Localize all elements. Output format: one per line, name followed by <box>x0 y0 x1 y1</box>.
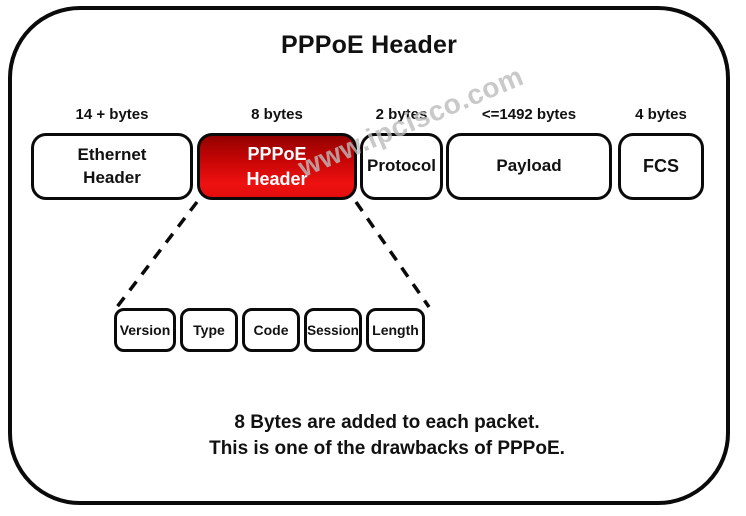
packet-field-label: Ethernet Header <box>77 144 147 187</box>
packet-field-pppoe-header: PPPoE Header <box>197 133 357 200</box>
diagram-outer-frame <box>8 6 730 505</box>
footnote: 8 Bytes are added to each packet. This i… <box>28 410 746 462</box>
pppoe-subfield-label: Version <box>119 322 171 338</box>
pppoe-subfield-label: Session <box>307 322 359 338</box>
pppoe-subfield-session: Session <box>304 308 362 352</box>
pppoe-subfield-label: Length <box>372 322 419 338</box>
size-label-fcs: 4 bytes <box>635 106 687 123</box>
packet-field-ethernet-header: Ethernet Header <box>31 133 193 200</box>
packet-field-label: PPPoE Header <box>246 144 308 189</box>
size-label-protocol: 2 bytes <box>375 106 428 123</box>
size-label-pppoe-header: 8 bytes <box>251 106 303 123</box>
size-label-ethernet-header: 14 + bytes <box>75 106 149 123</box>
packet-field-label: Protocol <box>367 156 436 176</box>
packet-field-label: FCS <box>643 156 679 177</box>
pppoe-subfield-code: Code <box>242 308 300 352</box>
packet-field-payload: Payload <box>446 133 612 200</box>
pppoe-subfield-label: Type <box>193 322 225 338</box>
diagram-title: PPPoE Header <box>280 31 458 59</box>
expansion-dashed-line-right <box>354 201 431 308</box>
pppoe-subfield-length: Length <box>366 308 425 352</box>
packet-field-fcs: FCS <box>618 133 704 200</box>
pppoe-subfield-version: Version <box>114 308 176 352</box>
footnote-line-1: 8 Bytes are added to each packet. <box>234 412 540 433</box>
packet-field-label: Payload <box>496 156 562 176</box>
size-label-payload: <=1492 bytes <box>481 106 577 123</box>
pppoe-subfield-label: Code <box>253 322 289 338</box>
pppoe-subfield-type: Type <box>180 308 238 352</box>
packet-field-protocol: Protocol <box>360 133 443 200</box>
expansion-dashed-line-left <box>115 200 199 309</box>
footnote-line-2: This is one of the drawbacks of PPPoE. <box>209 438 565 460</box>
